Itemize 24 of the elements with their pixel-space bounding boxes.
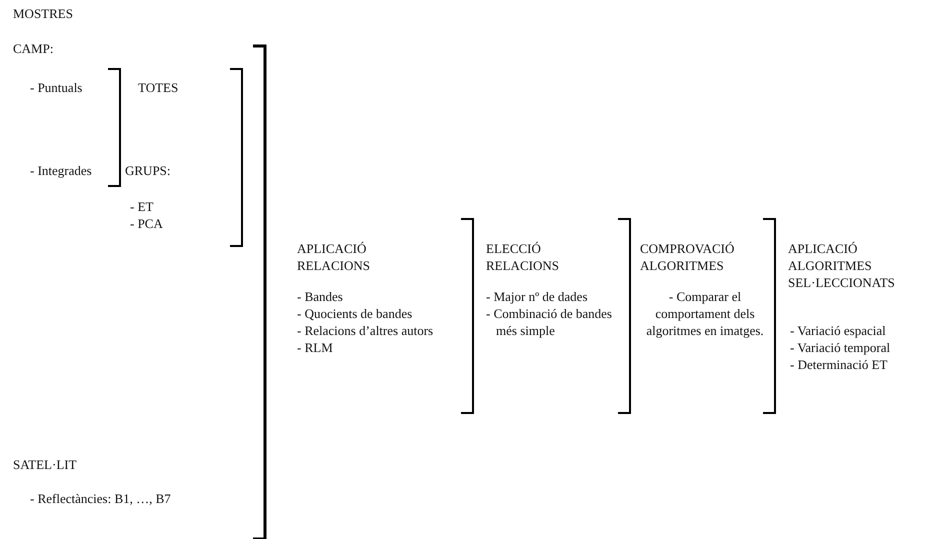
list-item: - Integrades — [30, 162, 92, 179]
heading: MOSTRES — [13, 5, 73, 22]
list-item: - Comparar el comportament dels algoritmes en imatges. — [645, 288, 765, 339]
heading: CAMP: — [13, 40, 54, 57]
list-item: - Puntuals — [30, 79, 82, 96]
list-item: - Bandes — [297, 288, 343, 305]
list-item: - Variació espacial — [790, 322, 886, 339]
list-item: - Determinació ET — [790, 356, 888, 373]
list-item: - PCA — [130, 215, 163, 232]
list-item: - Variació temporal — [790, 339, 890, 356]
list-item: - Relacions d’altres autors — [297, 322, 434, 339]
list-item: - Combinació de bandes més simple — [486, 305, 613, 339]
step-heading: APLICACIÓ RELACIONS — [297, 240, 371, 274]
list-item: - RLM — [297, 339, 333, 356]
heading: SATEL·LIT — [13, 456, 77, 473]
heading: GRUPS: — [125, 162, 171, 179]
step-heading: COMPROVACIÓ ALGORITMES — [640, 240, 736, 274]
step-heading: ELECCIÓ RELACIONS — [486, 240, 560, 274]
heading: TOTES — [138, 79, 178, 96]
step-heading: APLICACIÓ ALGORITMES SEL·LECCIONATS — [788, 240, 896, 291]
list-item: - Major nº de dades — [486, 288, 588, 305]
list-item: - Reflectàncies: B1, …, B7 — [30, 490, 171, 507]
list-item: - ET — [130, 198, 154, 215]
list-item: - Quocients de bandes — [297, 305, 412, 322]
